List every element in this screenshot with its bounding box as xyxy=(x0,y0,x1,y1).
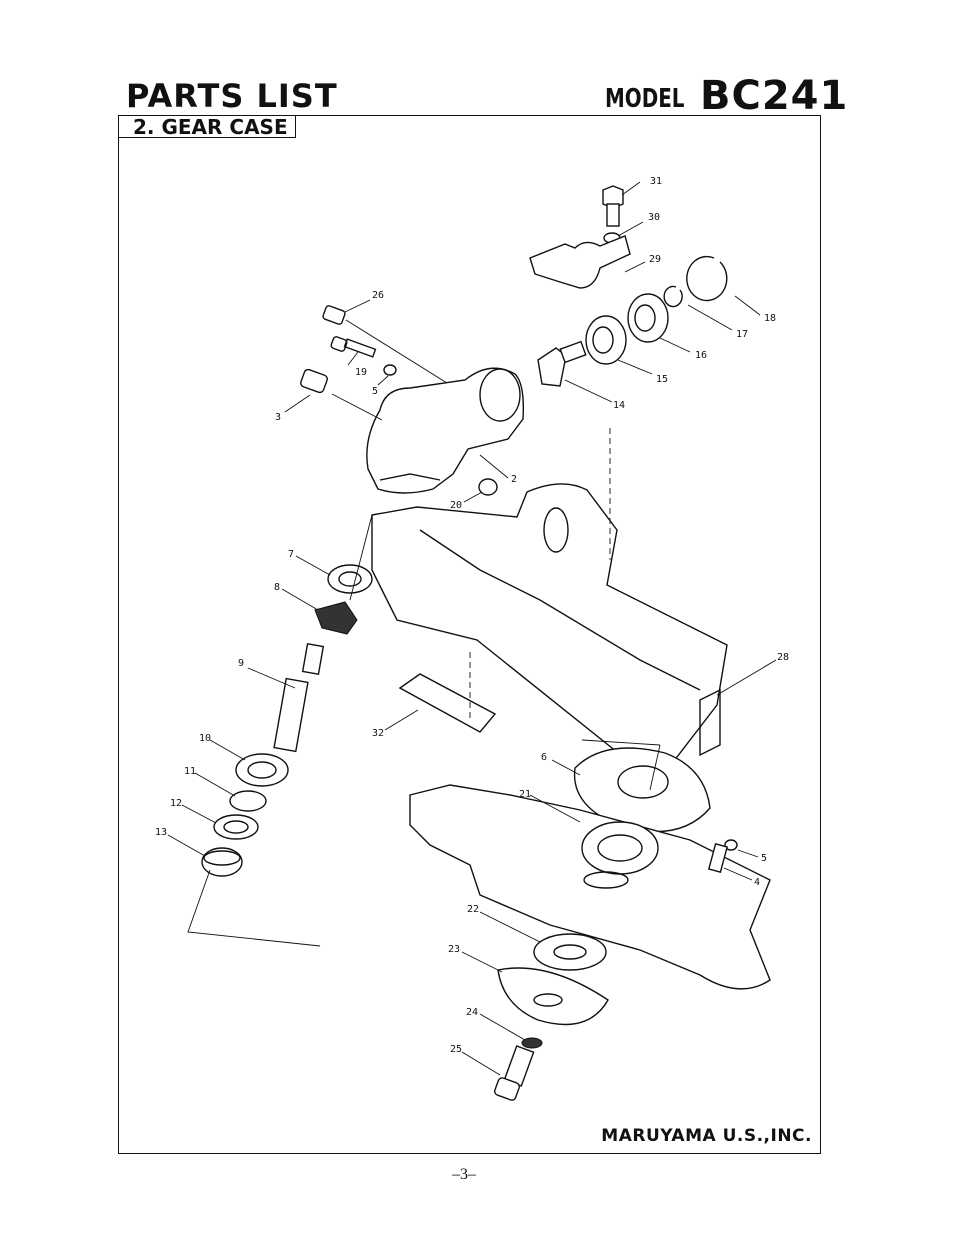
callout-21: 21 xyxy=(519,789,531,800)
alignment-line xyxy=(349,514,373,601)
part-9-shaft xyxy=(273,643,325,753)
part-19-screw xyxy=(330,336,377,358)
page-title: PARTS LIST xyxy=(126,77,338,115)
callout-16: 16 xyxy=(695,350,707,361)
callout-23: 23 xyxy=(448,944,460,955)
part-6-holder xyxy=(573,747,711,833)
callout-31: 31 xyxy=(650,176,662,187)
callout-5-lower: 5 xyxy=(761,853,767,864)
part-25-bolt xyxy=(494,1045,535,1101)
callout-29: 29 xyxy=(649,254,661,265)
model-number: BC241 xyxy=(700,73,849,119)
callout-18: 18 xyxy=(764,313,776,324)
company-name: MARUYAMA U.S.,INC. xyxy=(601,1126,812,1146)
part-7-bearing xyxy=(327,564,373,594)
part-5-washer-lower xyxy=(724,839,738,851)
callout-9: 9 xyxy=(238,658,244,669)
callout-26: 26 xyxy=(372,290,384,301)
page-number: –3– xyxy=(452,1166,476,1183)
model-label: MODEL xyxy=(605,84,685,114)
diagram-frame xyxy=(118,115,821,1154)
assembly-guide-line xyxy=(187,869,321,947)
part-28-skid-plate xyxy=(371,483,728,771)
callout-25: 25 xyxy=(450,1044,462,1055)
part-15-bearing xyxy=(585,315,627,365)
callout-30: 30 xyxy=(648,212,660,223)
leader-lines xyxy=(167,181,777,1076)
callout-13: 13 xyxy=(155,827,167,838)
part-10-bearing xyxy=(235,753,289,787)
part-20-nut xyxy=(478,478,498,496)
section-title: 2. GEAR CASE xyxy=(133,115,288,139)
callout-28: 28 xyxy=(777,652,789,663)
part-2-gear-case xyxy=(366,367,525,494)
callout-7: 7 xyxy=(288,549,294,560)
callout-32: 32 xyxy=(372,728,384,739)
callout-3: 3 xyxy=(275,412,281,423)
callout-labels: 31 30 29 18 26 17 16 19 15 5 14 3 2 20 7… xyxy=(155,176,789,1055)
callout-2: 2 xyxy=(511,474,517,485)
callout-10: 10 xyxy=(199,733,211,744)
part-17-snap-ring xyxy=(663,285,683,308)
callout-22: 22 xyxy=(467,904,479,915)
callout-5-upper: 5 xyxy=(372,386,378,397)
part-21-holder xyxy=(581,821,659,875)
callout-17: 17 xyxy=(736,329,748,340)
section-tab xyxy=(118,115,296,138)
part-5-washer-upper xyxy=(383,364,397,376)
part-22-washer xyxy=(533,933,607,971)
part-31-bolt xyxy=(602,185,624,227)
part-4-bolt xyxy=(707,843,729,873)
part-12-seal xyxy=(213,814,259,840)
callout-19: 19 xyxy=(355,367,367,378)
callout-24: 24 xyxy=(466,1007,478,1018)
part-32-plate xyxy=(398,673,497,733)
callout-15: 15 xyxy=(656,374,668,385)
part-14-pinion-gear xyxy=(537,340,587,387)
part-24-lock-washer xyxy=(521,1037,543,1049)
part-23-cup xyxy=(497,967,609,1026)
callout-6: 6 xyxy=(541,752,547,763)
part-13-collar xyxy=(201,847,243,877)
part-3-plug xyxy=(300,368,328,394)
callout-14: 14 xyxy=(613,400,625,411)
callout-12: 12 xyxy=(170,798,182,809)
part-29-clamp xyxy=(529,235,631,289)
blade-center-hole xyxy=(583,871,629,889)
part-18-circlip xyxy=(686,255,728,302)
callout-11: 11 xyxy=(184,766,196,777)
blade xyxy=(409,784,771,990)
callout-20: 20 xyxy=(450,500,462,511)
part-8-bevel-gear xyxy=(314,601,358,635)
part-16-bearing xyxy=(627,293,669,343)
callout-4: 4 xyxy=(754,877,760,888)
callout-8: 8 xyxy=(274,582,280,593)
part-11-circlip xyxy=(229,790,267,812)
part-26-bolt xyxy=(322,305,456,389)
